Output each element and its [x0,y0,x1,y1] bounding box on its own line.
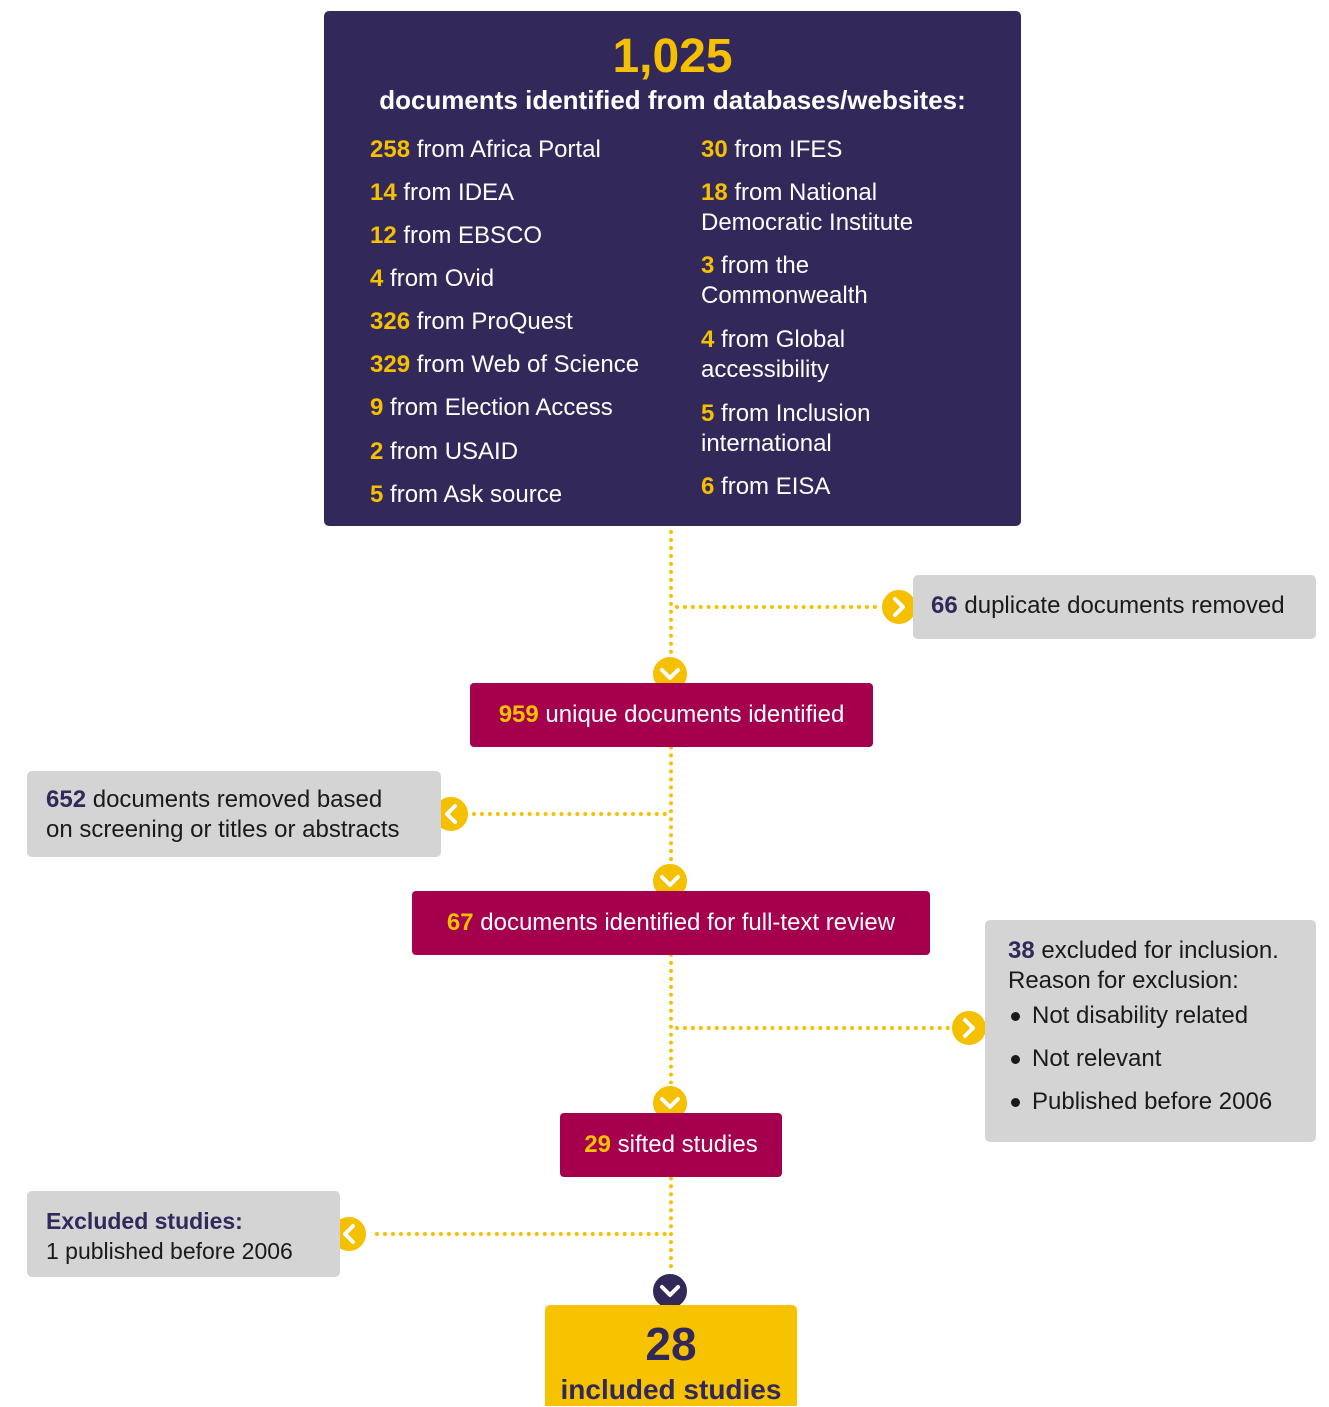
exclusion-heading: 38 excluded for inclusion. Reason for ex… [1008,937,1279,994]
included-label: included studies [560,1374,782,1405]
exclusion-reasons-list: Not disability related Not relevant Publ… [1008,994,1316,1123]
fulltext-review-box: 67 documents identified for full-text re… [412,891,930,955]
list-item: Not disability related [1008,994,1316,1037]
source-item: 4 from Ovid [370,265,495,292]
chevron-right-icon [880,588,918,626]
source-item: 2 from USAID [370,438,519,465]
source-item: 5 from Inclusion international [701,400,871,457]
source-item: 6 from EISA [701,473,831,500]
connector-duplicates [675,605,885,609]
sources-box: 1,025 documents identified from database… [324,11,1021,526]
source-item: 12 from EBSCO [370,222,543,249]
source-item: 14 from IDEA [370,179,515,206]
chevron-down-icon [651,1272,689,1310]
source-item: 18 from National Democratic Institute [701,179,914,236]
connector-screening [472,812,667,816]
sources-heading: documents identified from databases/webs… [379,85,966,115]
sifted-studies-box: 29 sifted studies [560,1113,782,1177]
unique-documents-box: 959 unique documents identified [470,683,873,747]
fulltext-excluded-box: 38 excluded for inclusion. Reason for ex… [985,920,1316,1142]
chevron-right-icon [950,1009,988,1047]
source-item: 5 from Ask source [370,481,563,508]
source-item: 30 from IFES [701,136,843,163]
source-item: 326 from ProQuest [370,308,573,335]
source-item: 329 from Web of Science [370,351,640,378]
total-documents-count: 1,025 [612,30,733,83]
excluded-studies-box: Excluded studies: 1 published before 200… [27,1191,340,1277]
screening-removed-box: 652 documents removed based on screening… [27,771,441,857]
list-item: Not relevant [1008,1037,1316,1080]
list-item: Published before 2006 [1008,1080,1316,1123]
connector-fulltext-excluded [675,1026,950,1030]
source-item: 4 from Global accessibility [701,326,846,383]
included-studies-box: 28 included studies [545,1305,797,1406]
source-item: 3 from the Commonwealth [701,252,868,309]
connector-excluded-studies [375,1232,667,1236]
duplicates-removed-box: 66 duplicate documents removed [913,575,1316,639]
included-count: 28 [645,1318,697,1370]
source-item: 9 from Election Access [370,394,613,421]
source-item: 258 from Africa Portal [370,136,601,163]
